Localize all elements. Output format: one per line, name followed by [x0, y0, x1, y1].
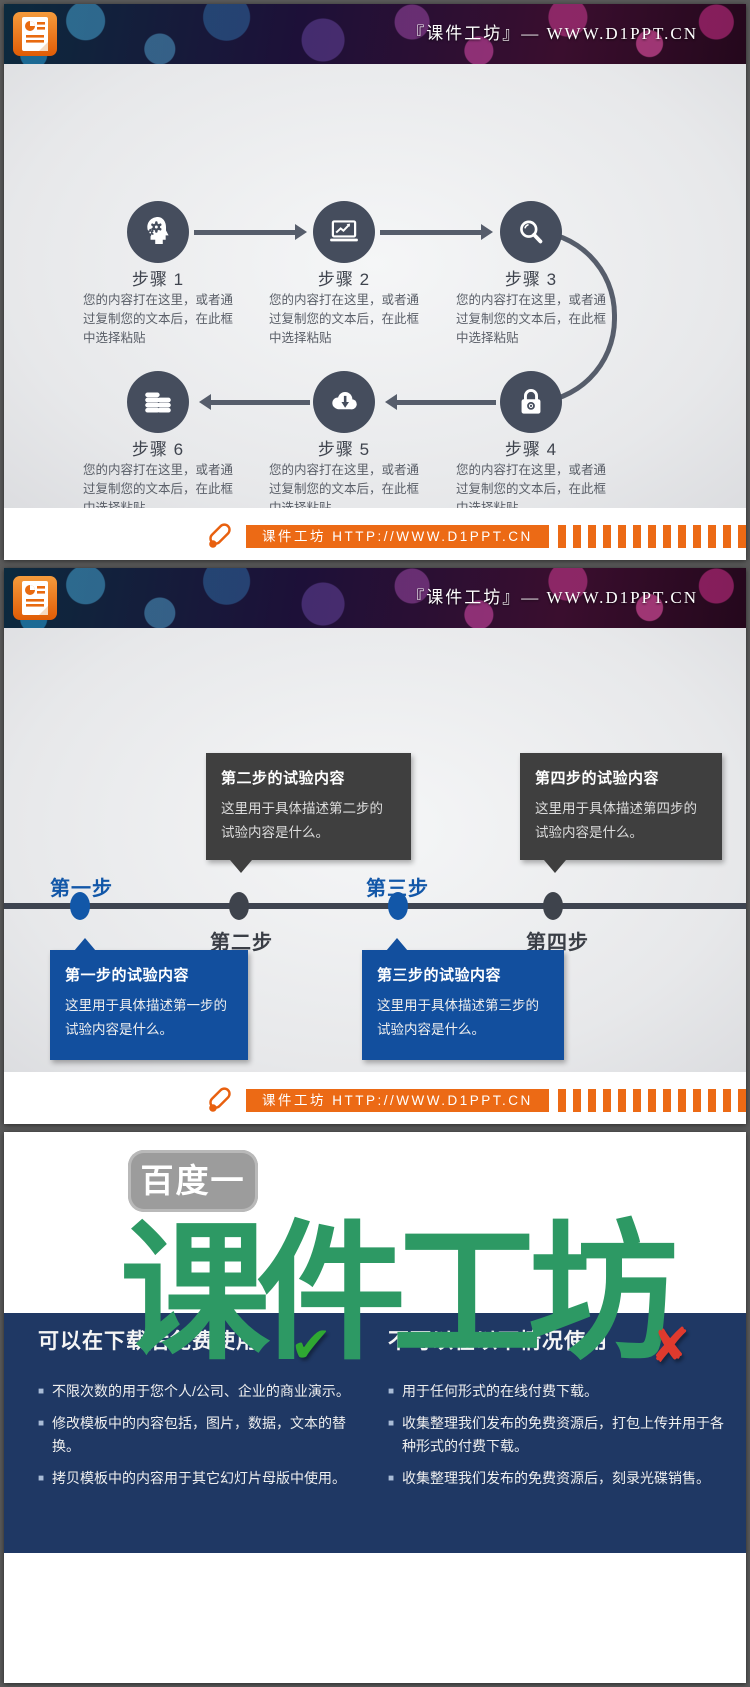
step-desc-2: 您的内容打在这里，或者通过复制您的文本后，在此框中选择粘贴 — [269, 293, 420, 345]
step-label-1: 步骤 1 — [131, 270, 185, 289]
square-bullet-icon: ■ — [38, 1386, 45, 1397]
square-bullet-icon: ■ — [38, 1418, 45, 1429]
step-label-3: 步骤 3 — [504, 270, 558, 289]
step-label-2: 步骤 2 — [317, 270, 371, 289]
timeline-line — [4, 903, 746, 909]
magnifier-icon — [520, 220, 543, 244]
milestone-label-3: 第三步 — [366, 878, 429, 900]
square-bullet-icon: ■ — [388, 1418, 395, 1429]
callout-title: 第四步的试验内容 — [535, 770, 660, 787]
step-desc-1: 您的内容打在这里，或者通过复制您的文本后，在此框中选择粘贴 — [83, 293, 234, 345]
step-circle-1 — [127, 201, 189, 263]
slide-header-banner: 『课件工坊』— WWW.D1PPT.CN — [4, 568, 746, 628]
baidu-search-badge: 百度一下 — [128, 1150, 258, 1261]
coins-icon — [145, 392, 171, 413]
footer-banner: 课件工坊 HTTP://WWW.D1PPT.CN — [246, 524, 549, 548]
process-diagram: 步骤 1 您的内容打在这里，或者通过复制您的文本后，在此框中选择粘贴 步骤 2 … — [4, 64, 746, 515]
forbidden-title: 不可以在以下情况使用 — [388, 1330, 608, 1353]
timeline-dot-2 — [229, 892, 249, 920]
timeline-dot-1 — [70, 892, 90, 920]
timeline-dot-4 — [543, 892, 563, 920]
connector-arrow-left-icon — [385, 394, 496, 410]
slide-footer: 课件工坊 HTTP://WWW.D1PPT.CN — [4, 1072, 746, 1124]
step-circle-6 — [127, 371, 189, 433]
license-panel — [4, 1313, 746, 1553]
milestone-label-1: 第一步 — [50, 878, 113, 900]
footer-banner: 课件工坊 HTTP://WWW.D1PPT.CN — [246, 1088, 549, 1112]
allowed-usage-column: 可以在下载后免费使用 ■不限次数的用于您个人/公司、企业的商业演示。 ■修改模板… — [38, 1325, 350, 1499]
slide-footer: 课件工坊 HTTP://WWW.D1PPT.CN — [4, 508, 746, 560]
milestone-label-4: 第四步 — [526, 932, 589, 954]
slide-preview-1[interactable]: 『课件工坊』— WWW.D1PPT.CN — [4, 4, 746, 560]
step-label-6: 步骤 6 — [131, 440, 185, 459]
ppt-logo-icon — [13, 12, 57, 56]
timeline-dot-3 — [388, 892, 408, 920]
cloud-download-icon — [332, 392, 357, 410]
allowed-list: ■不限次数的用于您个人/公司、企业的商业演示。 ■修改模板中的内容包括，图片，数… — [38, 1380, 350, 1490]
callout-box-step1: 第一步的试验内容 这里用于具体描述第一步的试验内容是什么。 — [50, 938, 248, 1060]
connector-arrow-left-icon — [199, 394, 310, 410]
step-circle-4 — [500, 371, 562, 433]
head-gears-icon — [146, 217, 169, 244]
pen-icon — [209, 1087, 231, 1112]
list-item: ■修改模板中的内容包括，图片，数据，文本的替换。 — [38, 1412, 350, 1458]
list-item: ■收集整理我们发布的免费资源后，刻录光碟销售。 — [388, 1467, 734, 1490]
forbidden-list: ■用于任何形式的在线付费下载。 ■收集整理我们发布的免费资源后，打包上传并用于各… — [388, 1380, 734, 1490]
square-bullet-icon: ■ — [388, 1473, 395, 1484]
milestone-label-2: 第二步 — [210, 932, 273, 954]
footer-stripes — [557, 524, 746, 548]
pen-icon — [209, 523, 231, 548]
brand-text: 『课件工坊』— WWW.D1PPT.CN — [407, 588, 698, 607]
footer-stripes — [557, 1088, 746, 1112]
step-label-4: 步骤 4 — [504, 440, 558, 459]
check-icon: ✔ — [290, 1316, 332, 1374]
cross-icon: ✘ — [650, 1318, 691, 1374]
step-circle-2 — [313, 201, 375, 263]
laptop-chart-icon — [330, 220, 358, 242]
padlock-icon — [521, 389, 541, 414]
ppt-logo-icon — [13, 576, 57, 620]
slide-preview-2[interactable]: 『课件工坊』— WWW.D1PPT.CN 第二步的试验内容 这里用于具体描述第二… — [4, 568, 746, 1124]
slide-preview-3[interactable]: 百度一下 课件工坊 可以在下载后免费使用 ■不限次数的用于您个人/公司、企业的商… — [4, 1132, 746, 1683]
square-bullet-icon: ■ — [38, 1473, 45, 1484]
callout-title: 第一步的试验内容 — [65, 967, 190, 984]
square-bullet-icon: ■ — [388, 1386, 395, 1397]
connector-arrow-right-icon — [380, 224, 493, 240]
callout-body: 这里用于具体描述第四步的试验内容是什么。 — [535, 801, 697, 841]
brand-text: 『课件工坊』— WWW.D1PPT.CN — [407, 24, 698, 43]
callout-box-step4: 第四步的试验内容 这里用于具体描述第四步的试验内容是什么。 — [520, 753, 722, 873]
step-desc-6: 您的内容打在这里，或者通过复制您的文本后，在此框中选择粘贴 — [83, 463, 234, 515]
step-desc-3: 您的内容打在这里，或者通过复制您的文本后，在此框中选择粘贴 — [456, 293, 607, 345]
connector-arrow-right-icon — [194, 224, 307, 240]
callout-body: 这里用于具体描述第一步的试验内容是什么。 — [65, 998, 227, 1038]
forbidden-usage-column: 不可以在以下情况使用 ■用于任何形式的在线付费下载。 ■收集整理我们发布的免费资… — [388, 1325, 734, 1499]
callout-title: 第三步的试验内容 — [377, 967, 502, 984]
step-label-5: 步骤 5 — [317, 440, 371, 459]
list-item: ■拷贝模板中的内容用于其它幻灯片母版中使用。 — [38, 1467, 350, 1490]
allowed-title: 可以在下载后免费使用 — [38, 1330, 258, 1353]
callout-body: 这里用于具体描述第二步的试验内容是什么。 — [221, 801, 383, 841]
callout-box-step3: 第三步的试验内容 这里用于具体描述第三步的试验内容是什么。 — [362, 938, 564, 1060]
list-item: ■用于任何形式的在线付费下载。 — [388, 1380, 734, 1403]
slide-header-banner: 『课件工坊』— WWW.D1PPT.CN — [4, 4, 746, 64]
list-item: ■不限次数的用于您个人/公司、企业的商业演示。 — [38, 1380, 350, 1403]
step-desc-5: 您的内容打在这里，或者通过复制您的文本后，在此框中选择粘贴 — [269, 463, 420, 515]
step-circle-3 — [500, 201, 562, 263]
list-item: ■收集整理我们发布的免费资源后，打包上传并用于各种形式的付费下载。 — [388, 1412, 734, 1458]
callout-box-step2: 第二步的试验内容 这里用于具体描述第二步的试验内容是什么。 — [206, 753, 411, 873]
step-circle-5 — [313, 371, 375, 433]
callout-title: 第二步的试验内容 — [221, 770, 346, 787]
brand-wordmark: 课件工坊 — [120, 1209, 678, 1377]
callout-body: 这里用于具体描述第三步的试验内容是什么。 — [377, 998, 539, 1038]
timeline-diagram: 第二步的试验内容 这里用于具体描述第二步的试验内容是什么。 第四步的试验内容 这… — [4, 628, 746, 1072]
